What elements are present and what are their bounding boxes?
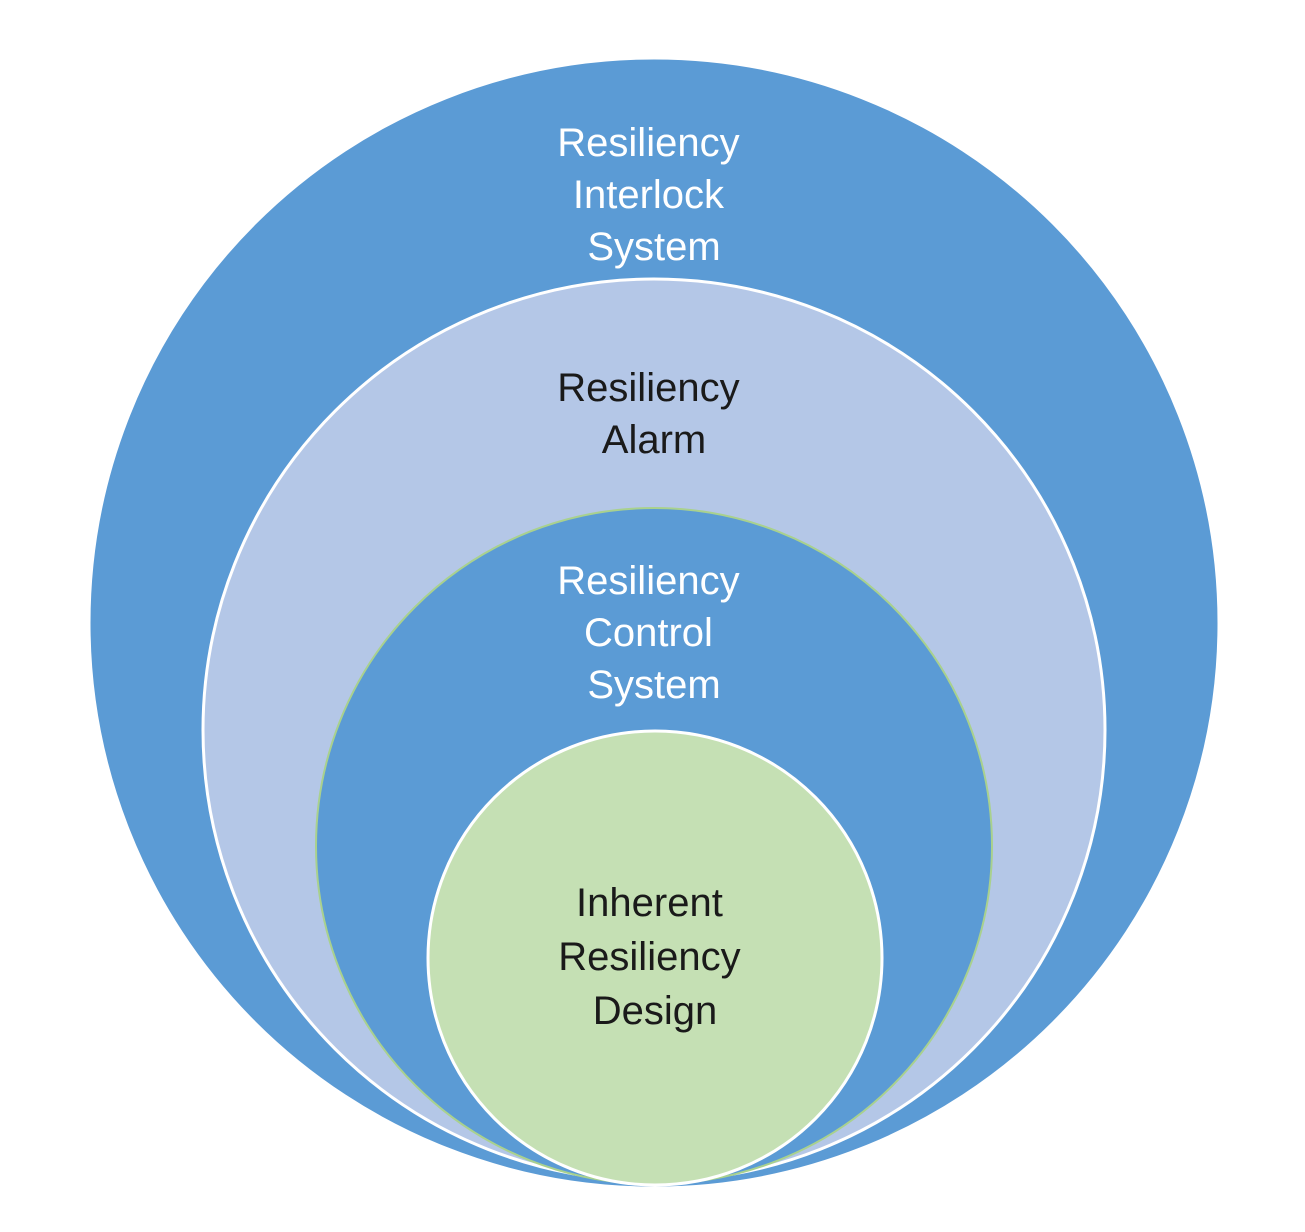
label-line: System	[587, 225, 720, 269]
circle-inherent-design	[426, 729, 884, 1187]
label-line: Inherent	[576, 881, 723, 925]
label-line: System	[587, 663, 720, 707]
label-line: Resiliency	[557, 559, 739, 603]
label-line: Control	[584, 611, 713, 655]
label-line: Interlock	[573, 173, 725, 217]
layer-inherent-design: Inherent Resiliency Design	[426, 729, 884, 1187]
label-inherent-design: Inherent Resiliency Design	[558, 881, 751, 1033]
label-control-system: Resiliency Control System	[557, 559, 750, 707]
label-line: Design	[593, 989, 718, 1033]
label-interlock-system: Resiliency Interlock System	[557, 121, 750, 269]
label-line: Resiliency	[557, 121, 739, 165]
label-line: Alarm	[602, 418, 706, 462]
label-alarm: Resiliency Alarm	[557, 366, 750, 462]
label-line: Resiliency	[557, 366, 739, 410]
label-line: Resiliency	[558, 935, 740, 979]
